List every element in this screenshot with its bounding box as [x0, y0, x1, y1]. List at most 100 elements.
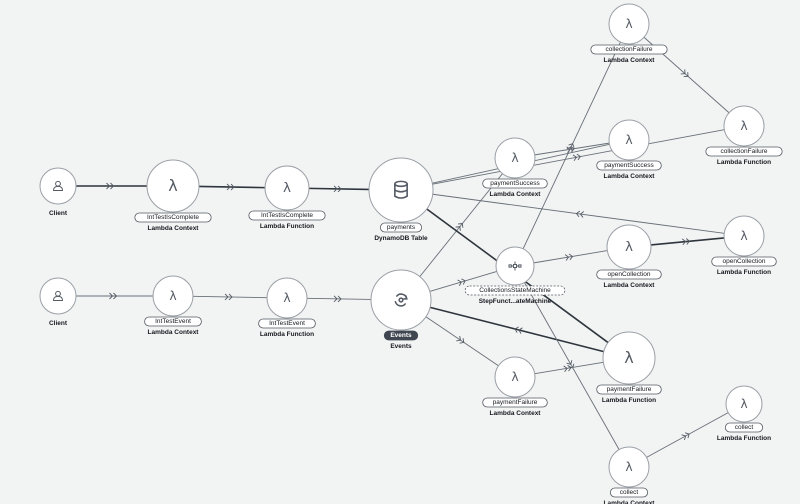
node-label-badge — [590, 44, 668, 55]
node-circle[interactable] — [606, 224, 652, 270]
edge-client2-to-intTestEventCtx[interactable] — [76, 292, 153, 300]
node-circle[interactable] — [725, 385, 763, 423]
node-caption: Lambda Context — [490, 410, 542, 417]
edge-stateMachine-to-openCollectionCtx[interactable] — [533, 250, 608, 264]
node-label-badge — [596, 384, 662, 395]
node-circle[interactable] — [494, 137, 536, 179]
node-label: CollectionsStateMachine — [479, 287, 551, 294]
edge-line[interactable] — [425, 316, 499, 367]
node-circle[interactable] — [152, 275, 194, 317]
edge-line[interactable] — [306, 297, 372, 300]
edge-intTestIsCompleteFn-to-payments[interactable] — [308, 185, 370, 193]
edge-stateMachine-to-collectionFailureCtx[interactable] — [522, 41, 621, 250]
edge-line[interactable] — [646, 412, 729, 458]
edge-intTestEventFn-to-events[interactable] — [306, 295, 372, 303]
node-circle[interactable] — [146, 159, 200, 213]
edge-line[interactable] — [523, 282, 620, 450]
edge-line[interactable] — [534, 361, 604, 375]
node-label-badge — [705, 146, 783, 157]
svg-text:λ: λ — [511, 151, 518, 165]
node-circle[interactable] — [723, 215, 765, 257]
direction-chevron-icon — [680, 69, 689, 78]
edge-client1-to-intTestIsCompleteCtx[interactable] — [76, 182, 147, 190]
node-caption: Lambda Function — [260, 223, 314, 230]
node-circle[interactable] — [608, 446, 650, 488]
node-circle[interactable] — [602, 331, 656, 385]
lambda-icon: λ — [740, 119, 747, 133]
node-client2[interactable]: Client — [39, 277, 77, 327]
node-label-badge — [383, 330, 419, 341]
node-circle[interactable] — [266, 277, 308, 319]
edge-events-to-paymentSuccessCtx[interactable] — [419, 173, 503, 277]
node-caption: Lambda Context — [148, 329, 200, 336]
edge-payments-to-collectionFailureFn[interactable] — [432, 129, 725, 185]
node-circle[interactable] — [608, 3, 650, 45]
edge-line[interactable] — [192, 295, 268, 299]
direction-chevron-icon — [514, 326, 523, 334]
node-circle[interactable] — [370, 269, 432, 331]
edge-intTestIsCompleteCtx-to-intTestIsCompleteFn[interactable] — [198, 183, 266, 191]
node-stateMachine[interactable]: CollectionsStateMachineStepFunct...ateMa… — [464, 246, 566, 305]
node-client1[interactable]: Client — [39, 167, 77, 217]
direction-chevron-icon — [109, 292, 118, 300]
edge-paymentFailureFn-to-events[interactable] — [429, 306, 604, 353]
edge-line[interactable] — [432, 193, 725, 234]
edge-line[interactable] — [522, 41, 621, 250]
direction-chevron-icon — [564, 253, 574, 261]
node-caption: Lambda Context — [604, 500, 656, 504]
edge-line[interactable] — [308, 187, 370, 191]
node-label-badge — [379, 222, 423, 233]
node-circle[interactable] — [494, 356, 536, 398]
direction-chevron-icon — [457, 278, 466, 286]
edge-line[interactable] — [533, 250, 608, 264]
svg-text:λ: λ — [283, 180, 291, 196]
svg-text:λ: λ — [740, 397, 747, 411]
edge-openCollectionCtx-to-openCollectionFn[interactable] — [650, 237, 725, 246]
node-label-badge — [482, 397, 548, 408]
node-circle[interactable] — [495, 246, 535, 286]
direction-chevron-icon — [456, 335, 465, 344]
edge-line[interactable] — [429, 306, 604, 353]
edge-line[interactable] — [432, 129, 725, 185]
edge-collectCtx-to-collectFn[interactable] — [646, 412, 729, 458]
node-circle[interactable] — [723, 105, 765, 147]
node-label-badge — [596, 160, 662, 171]
svg-text:λ: λ — [625, 133, 632, 147]
node-caption: DynamoDB Table — [374, 235, 428, 242]
edge-line[interactable] — [650, 237, 725, 246]
svg-text:λ: λ — [740, 229, 747, 243]
node-caption: Lambda Context — [604, 282, 656, 289]
edge-line[interactable] — [198, 185, 266, 189]
edge-events-to-paymentFailureCtx[interactable] — [425, 316, 499, 367]
edge-events-to-stateMachine[interactable] — [429, 270, 497, 292]
node-caption: Lambda Function — [602, 397, 656, 404]
edge-line[interactable] — [419, 173, 503, 277]
node-circle[interactable] — [264, 165, 310, 211]
node-circle[interactable] — [368, 157, 434, 223]
node-label: paymentFailure — [607, 386, 652, 393]
node-circle[interactable] — [608, 119, 650, 161]
edge-intTestEventCtx-to-intTestEventFn[interactable] — [192, 293, 268, 301]
node-label-badge — [464, 285, 566, 296]
edge-line[interactable] — [429, 270, 497, 292]
node-label: collectionFailure — [606, 46, 653, 53]
edge-paymentFailureCtx-to-paymentFailureFn[interactable] — [534, 361, 604, 375]
edge-openCollectionFn-to-payments[interactable] — [432, 193, 725, 234]
